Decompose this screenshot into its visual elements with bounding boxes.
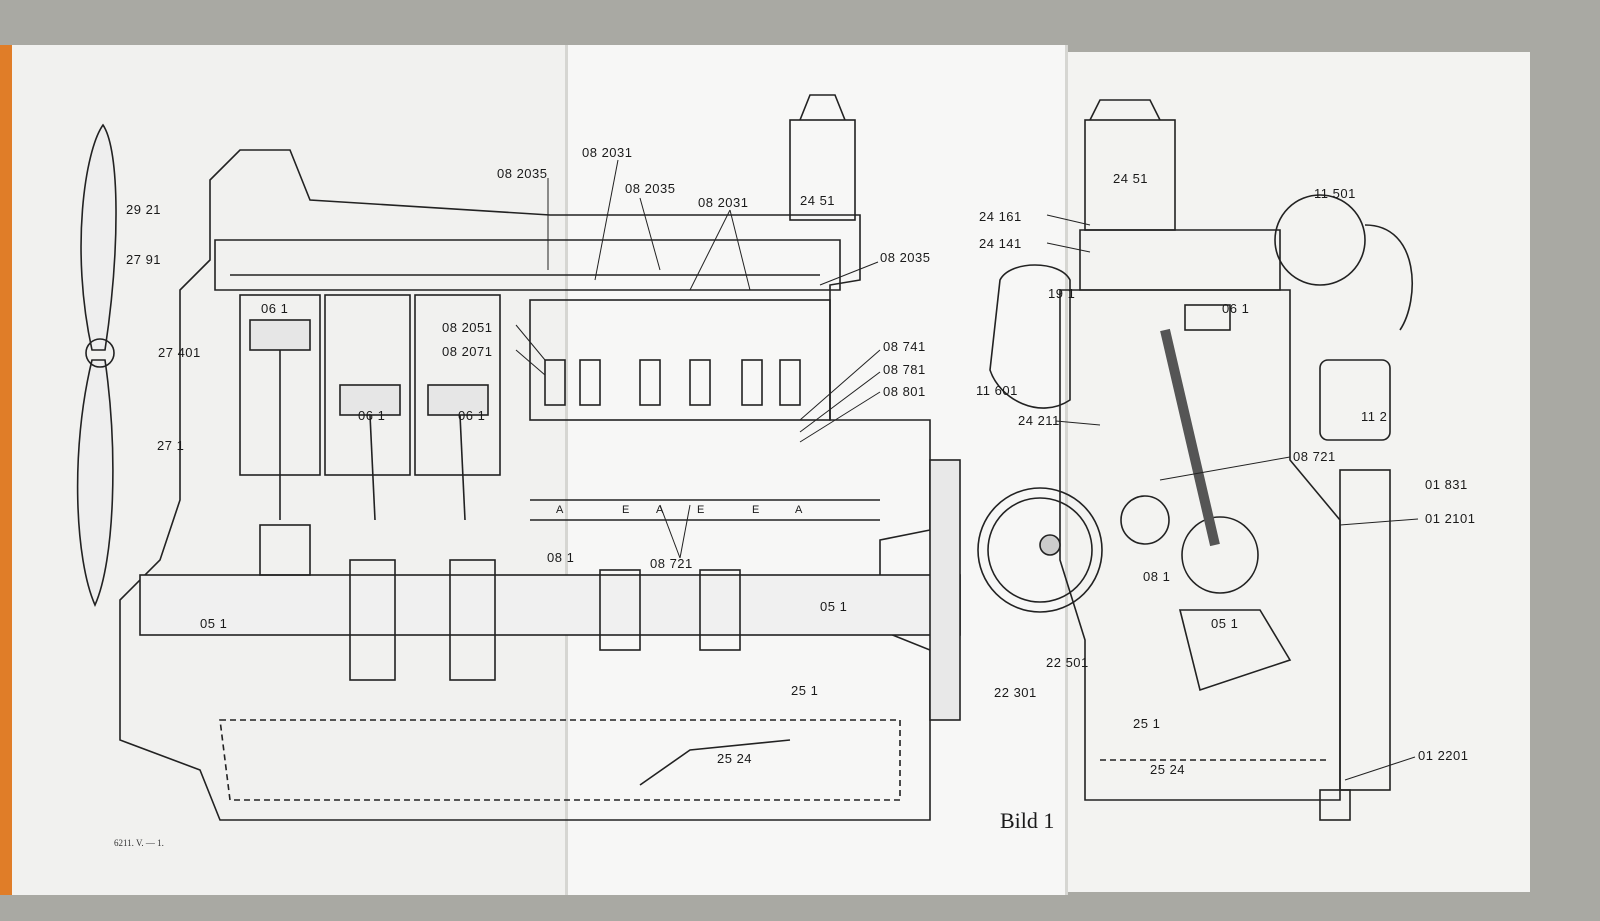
fold-crease-2 <box>1065 45 1068 895</box>
part-label: 06 1 <box>1222 301 1250 316</box>
part-label: 08 1 <box>1143 569 1171 584</box>
part-label: 06 1 <box>458 408 486 423</box>
valve-marker: A <box>795 504 803 516</box>
part-label: 11 501 <box>1314 186 1356 201</box>
part-label: 27 1 <box>157 438 185 453</box>
part-label: 08 2051 <box>442 320 493 335</box>
part-label: 25 24 <box>1150 762 1186 777</box>
part-label: 22 501 <box>1046 655 1089 670</box>
part-label: 27 91 <box>126 252 162 267</box>
part-label: 05 1 <box>200 616 228 631</box>
figure-caption: Bild 1 <box>1000 808 1055 833</box>
part-label: 08 2031 <box>698 195 749 210</box>
part-label: 25 1 <box>791 683 819 698</box>
leader-lines <box>515 159 1419 781</box>
fan-icon <box>76 123 117 607</box>
part-label: 08 2031 <box>582 145 633 160</box>
part-label: 08 2035 <box>497 166 548 181</box>
part-label: 24 161 <box>979 209 1022 224</box>
part-label: 25 1 <box>1133 716 1161 731</box>
part-label: 01 2101 <box>1425 511 1476 526</box>
part-label: 05 1 <box>1211 616 1239 631</box>
document-reference: 6211. V. — 1. <box>114 838 164 848</box>
part-label: 25 24 <box>717 751 753 766</box>
part-label: 08 721 <box>650 556 693 571</box>
part-label: 08 781 <box>883 362 926 377</box>
part-label: 08 1 <box>547 550 575 565</box>
foldout-panel-right <box>1066 52 1530 892</box>
part-label: 08 741 <box>883 339 926 354</box>
foldout-panel-middle <box>565 45 1068 895</box>
part-label: 08 2035 <box>625 181 676 196</box>
part-label: 05 1 <box>820 599 848 614</box>
part-label: 29 21 <box>126 202 162 217</box>
part-label: 19 1 <box>1048 286 1076 301</box>
distributor-icon <box>789 94 856 221</box>
fold-crease-1 <box>565 45 568 895</box>
side-view-engine-block <box>119 149 961 821</box>
valve-marker: E <box>622 504 630 516</box>
part-label: 11 601 <box>976 383 1018 398</box>
part-label: 24 51 <box>800 193 836 208</box>
part-label: 01 831 <box>1425 477 1468 492</box>
part-label: 08 721 <box>1293 449 1336 464</box>
valve-marker: E <box>752 504 760 516</box>
part-label: 24 51 <box>1113 171 1149 186</box>
part-label: 08 2035 <box>880 250 931 265</box>
front-view-engine-block <box>977 99 1414 821</box>
part-label: 08 801 <box>883 384 926 399</box>
part-label: 08 2071 <box>442 344 493 359</box>
part-label: 22 301 <box>994 685 1037 700</box>
part-label: 06 1 <box>261 301 289 316</box>
part-label: 11 2 <box>1361 409 1388 424</box>
part-label: 24 211 <box>1018 413 1060 428</box>
part-label: 06 1 <box>358 408 386 423</box>
valve-marker: A <box>556 504 564 516</box>
valve-marker: E <box>697 504 705 516</box>
part-label: 01 2201 <box>1418 748 1469 763</box>
valve-marker: A <box>656 504 664 516</box>
part-label: 27 401 <box>158 345 201 360</box>
part-label: 24 141 <box>979 236 1022 251</box>
